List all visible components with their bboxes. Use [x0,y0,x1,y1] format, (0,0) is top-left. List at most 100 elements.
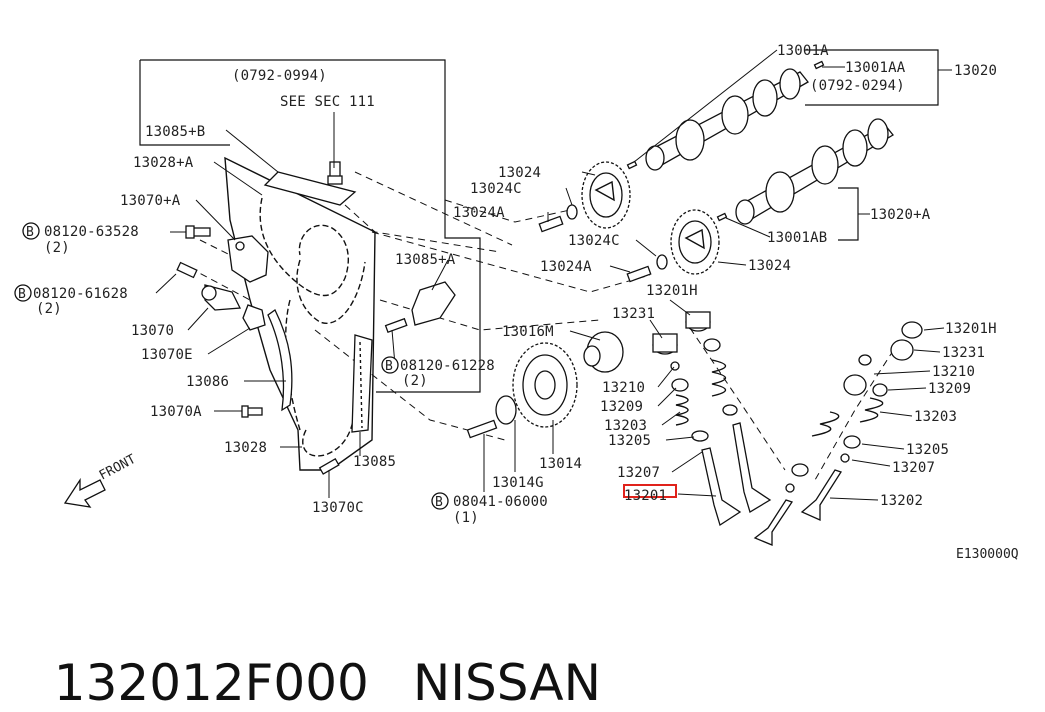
svg-text:B: B [385,359,393,374]
idler-sprocket-13014 [512,342,578,428]
dowel-13001AA [813,60,825,70]
chain-tensioner-13070A [227,235,269,283]
label-13210-left[interactable]: 13210 [602,380,645,396]
label-13028[interactable]: 13028 [224,440,267,456]
label-08041-06000-qty: (1) [453,510,479,526]
camshaft-13020A [735,118,894,225]
bolt-cover-plate [263,171,357,206]
label-13231-right[interactable]: 13231 [942,345,985,361]
label-08120-63528-qty: (2) [44,240,70,256]
label-13070A-upper[interactable]: 13070+A [120,193,181,209]
label-13024A-upper[interactable]: 13024A [453,205,505,221]
bolt-13070C [318,458,340,475]
label-13207-left[interactable]: 13207 [617,465,660,481]
label-13201H-left[interactable]: 13201H [646,283,698,299]
label-13024C-upper[interactable]: 13024C [470,181,522,197]
label-0792-0294: (0792-0294) [810,78,905,94]
label-13085[interactable]: 13085 [353,454,396,470]
label-13201H-right[interactable]: 13201H [945,321,997,337]
part-labels: (0792-0994) SEE SEC 111 13085+B 13028+A … [33,43,1019,562]
label-0792-0994: (0792-0994) [232,68,327,84]
label-13070[interactable]: 13070 [131,323,174,339]
leader-lines [155,49,945,501]
label-13014G[interactable]: 13014G [492,475,544,491]
label-08041-06000[interactable]: 08041-06000 [453,494,548,510]
bolt-marker-63528: B [22,222,40,240]
cam-sprocket-lower [670,209,720,275]
bolt-08120-61628 [176,261,198,279]
figure-code: E130000Q [956,547,1019,562]
label-13209-left[interactable]: 13209 [600,399,643,415]
label-13231-left[interactable]: 13231 [612,306,655,322]
front-arrow: FRONT [63,452,139,508]
caption: 132012F000 NISSAN [22,596,601,712]
brand-name: NISSAN [412,654,602,712]
bolt-08120-63528 [185,225,211,239]
chain-tensioner-13070 [201,284,266,331]
svg-text:B: B [435,495,443,510]
svg-text:B: B [18,287,26,302]
label-13016M[interactable]: 13016M [502,324,554,340]
valve-train-left [652,311,772,527]
washer-13024C-mid [656,254,668,270]
label-13014[interactable]: 13014 [539,456,582,472]
bolt-marker-61628: B [14,284,32,302]
bracket-13020A [838,187,859,241]
label-13028A[interactable]: 13028+A [133,155,194,171]
label-13070C[interactable]: 13070C [312,500,364,516]
part-number: 132012F000 [53,654,369,712]
label-13070A-lower[interactable]: 13070A [150,404,202,420]
bolt-marker-06000: B [431,492,449,510]
label-13070E[interactable]: 13070E [141,347,193,363]
bracket-13020 [805,49,939,106]
label-13201-highlighted[interactable]: 13201 [624,488,667,504]
label-08120-61628[interactable]: 08120-61628 [33,286,128,302]
label-08120-61228[interactable]: 08120-61228 [400,358,495,374]
label-13085A[interactable]: 13085+A [395,252,456,268]
label-13210-right[interactable]: 13210 [932,364,975,380]
cam-sprocket-upper [581,161,631,229]
label-13203-left[interactable]: 13203 [604,418,647,434]
label-13205-left[interactable]: 13205 [608,433,651,449]
parts-diagram: FRONT [14,43,1019,562]
label-13209-right[interactable]: 13209 [928,381,971,397]
bolt-marker-61228: B [381,356,399,374]
label-13020[interactable]: 13020 [954,63,997,79]
label-13085B[interactable]: 13085+B [145,124,205,140]
svg-text:B: B [26,225,34,240]
washer-13024C-top [566,204,578,220]
label-08120-61628-qty: (2) [36,301,62,317]
dowel-13001A [626,160,638,170]
idler-shaft-13016M [583,331,624,373]
timing-chain-upper [259,197,366,324]
bolt-08120-61228 [384,317,408,334]
chain-guide-13085 [351,334,373,433]
label-13024C-mid[interactable]: 13024C [568,233,620,249]
label-13207-right[interactable]: 13207 [892,460,935,476]
label-08120-63528[interactable]: 08120-63528 [44,224,139,240]
label-13001A[interactable]: 13001A [777,43,829,59]
label-13024-mid[interactable]: 13024 [748,258,791,274]
engine-cover-outline [140,59,481,393]
label-13001AA[interactable]: 13001AA [845,60,906,76]
camshaft-13020 [645,68,809,171]
label-13202-right[interactable]: 13202 [880,493,923,509]
highlight-box-13201 [623,484,677,498]
bolt-13024A-mid [626,265,652,283]
label-13024A-mid[interactable]: 13024A [540,259,592,275]
label-08120-61228-qty: (2) [402,373,428,389]
valve-train-right [753,321,923,546]
bolt-13024A-top [538,215,564,233]
label-13203-right[interactable]: 13203 [914,409,957,425]
label-13205-right[interactable]: 13205 [906,442,949,458]
dowel-13001AB [716,212,728,222]
front-label: FRONT [97,452,139,484]
chain-tensioner-13085A [411,281,456,326]
bolt-08041-06000 [466,395,517,439]
chain-guide-13086 [267,309,293,412]
label-13086[interactable]: 13086 [186,374,229,390]
label-13020A[interactable]: 13020+A [870,207,931,223]
label-see-sec[interactable]: SEE SEC 111 [280,94,375,110]
label-13024-upper[interactable]: 13024 [498,165,541,181]
label-13001AB[interactable]: 13001AB [767,230,827,246]
